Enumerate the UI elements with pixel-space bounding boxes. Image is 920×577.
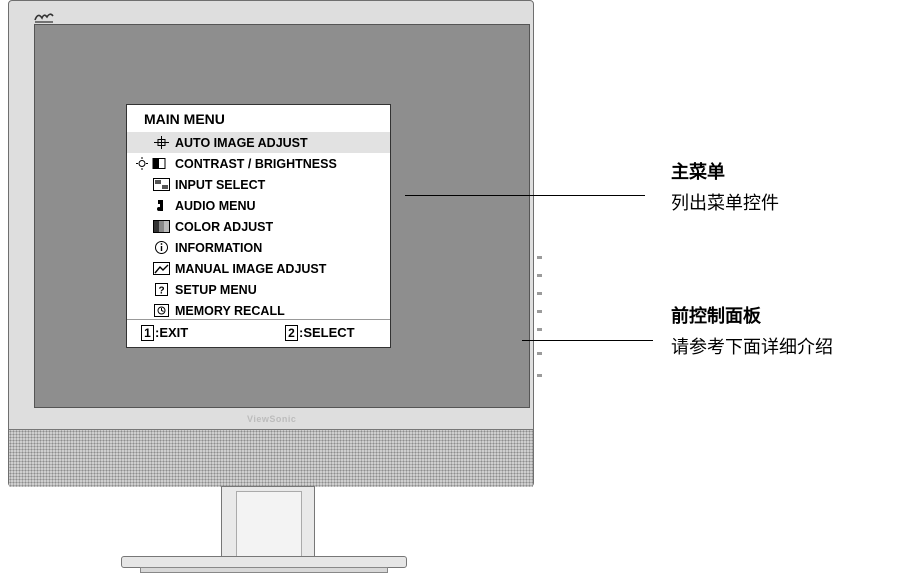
- stand-neck: [221, 486, 315, 564]
- info-icon: [155, 241, 168, 254]
- menu-item-label: MANUAL IMAGE ADJUST: [175, 261, 327, 276]
- menu-item-label: AUTO IMAGE ADJUST: [175, 135, 308, 150]
- control-button[interactable]: [537, 256, 542, 259]
- monitor-bezel: ViewSonic: [8, 0, 542, 487]
- brand-label: ViewSonic: [247, 414, 297, 424]
- osd-main-menu: MAIN MENU AUTO IMAGE ADJUST CONTRAST / B…: [126, 104, 391, 348]
- color-bars-icon: [153, 220, 170, 233]
- exit-label: :EXIT: [155, 325, 189, 340]
- menu-item-manual-image-adjust[interactable]: MANUAL IMAGE ADJUST: [127, 258, 390, 279]
- sun-contrast-icon: [136, 157, 166, 170]
- main-menu-callout-title: 主菜单: [671, 162, 725, 182]
- speaker-icon: [157, 200, 163, 211]
- menu-item-memory-recall[interactable]: MEMORY RECALL: [127, 300, 390, 321]
- osd-footer: 1:EXIT 2:SELECT: [127, 319, 390, 348]
- osd-menu-title: MAIN MENU: [144, 111, 225, 127]
- exit-hint: 1:EXIT: [141, 325, 188, 341]
- menu-item-information[interactable]: INFORMATION: [127, 237, 390, 258]
- input-icon: [153, 178, 170, 191]
- select-key: 2: [285, 325, 298, 341]
- select-hint: 2:SELECT: [285, 325, 355, 341]
- crosshair-icon: [154, 136, 169, 149]
- front-panel-callout-desc: 请参考下面详细介绍: [671, 337, 833, 357]
- power-button[interactable]: [537, 374, 542, 377]
- menu-item-label: CONTRAST / BRIGHTNESS: [175, 156, 337, 171]
- menu-item-contrast-brightness[interactable]: CONTRAST / BRIGHTNESS: [127, 153, 390, 174]
- control-button[interactable]: [537, 292, 542, 295]
- exit-key: 1: [141, 325, 154, 341]
- menu-item-input-select[interactable]: INPUT SELECT: [127, 174, 390, 195]
- stand-foot: [140, 567, 388, 573]
- select-label: :SELECT: [299, 325, 355, 340]
- svg-text:?: ?: [158, 286, 164, 297]
- menu-item-label: AUDIO MENU: [175, 198, 256, 213]
- control-button[interactable]: [537, 328, 542, 331]
- menu-item-auto-image-adjust[interactable]: AUTO IMAGE ADJUST: [127, 132, 390, 153]
- control-button[interactable]: [537, 274, 542, 277]
- menu-item-label: MEMORY RECALL: [175, 303, 285, 318]
- memory-icon: [154, 304, 169, 317]
- front-control-buttons[interactable]: [536, 256, 544, 386]
- front-panel-leader-line: [522, 340, 653, 341]
- main-menu-leader-line: [405, 195, 645, 196]
- menu-item-color-adjust[interactable]: COLOR ADJUST: [127, 216, 390, 237]
- menu-item-setup-menu[interactable]: ? SETUP MENU: [127, 279, 390, 300]
- menu-item-label: INFORMATION: [175, 240, 263, 255]
- menu-item-label: SETUP MENU: [175, 282, 257, 297]
- image-adjust-icon: [153, 262, 170, 275]
- control-button[interactable]: [537, 310, 542, 313]
- speaker-grille: [9, 429, 533, 487]
- viewsonic-bird-logo-icon: [34, 13, 54, 23]
- front-panel-callout-title: 前控制面板: [671, 306, 761, 326]
- control-button[interactable]: [537, 352, 542, 355]
- question-icon: ?: [155, 283, 168, 297]
- main-menu-callout-desc: 列出菜单控件: [671, 193, 779, 213]
- menu-item-label: COLOR ADJUST: [175, 219, 274, 234]
- menu-item-label: INPUT SELECT: [175, 177, 266, 192]
- menu-item-audio-menu[interactable]: AUDIO MENU: [127, 195, 390, 216]
